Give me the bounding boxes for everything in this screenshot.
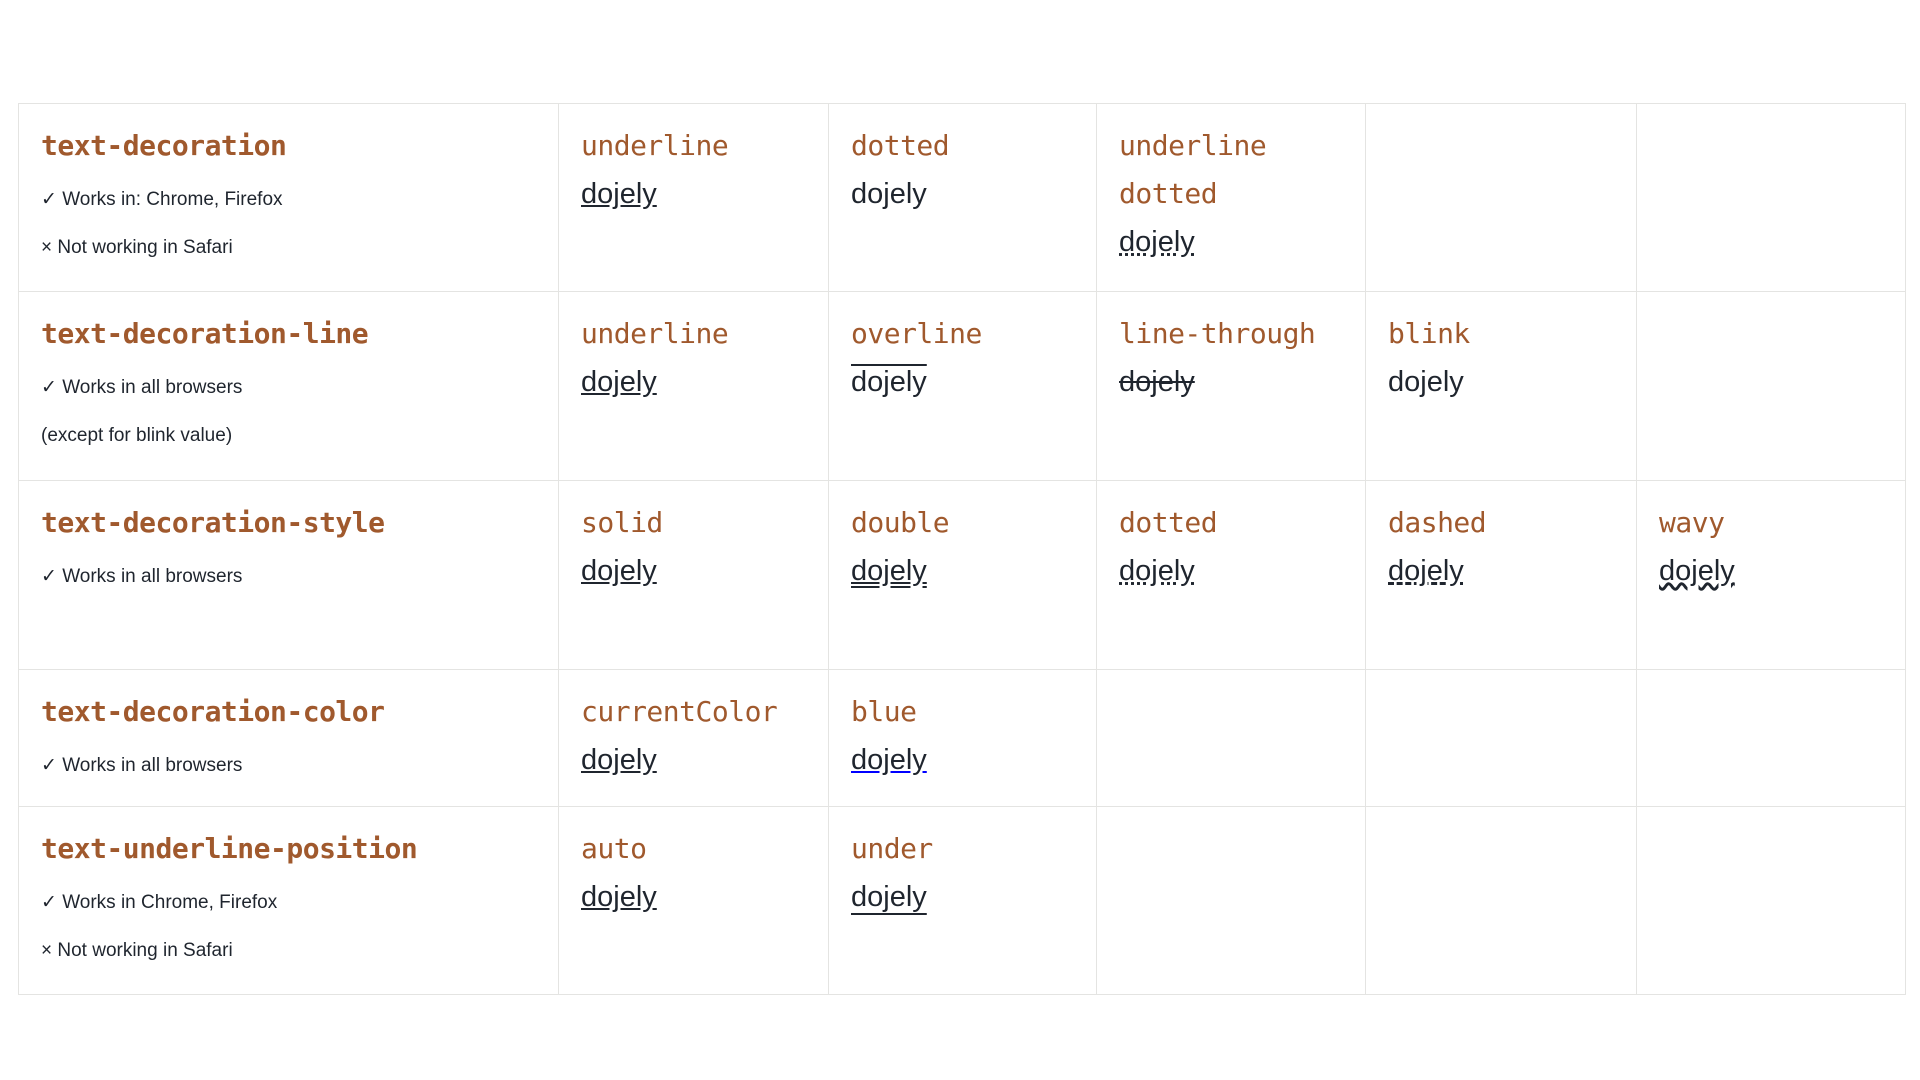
empty-cell	[1096, 669, 1366, 807]
value-code: underline	[581, 317, 729, 350]
sample-word: dojely	[581, 744, 657, 776]
sample-word: dojely	[851, 744, 927, 776]
value-code: solid	[581, 506, 663, 539]
support-note: ✓ Works in all browsers	[41, 755, 243, 776]
label-cell: text-decoration-line ✓ Works in all brow…	[18, 291, 559, 481]
value-code: dotted	[851, 129, 950, 162]
empty-cell	[1096, 806, 1366, 995]
empty-cell	[1636, 669, 1906, 807]
value-code: dashed	[1388, 506, 1487, 539]
table-row-text-decoration-line: text-decoration-line ✓ Works in all brow…	[18, 291, 1906, 481]
label-cell: text-decoration ✓ Works in: Chrome, Fire…	[18, 103, 559, 292]
sample-cell: blue dojely	[828, 669, 1097, 807]
sample-cell: auto dojely	[558, 806, 829, 995]
value-code: blink	[1388, 317, 1470, 350]
value-code: dotted	[1119, 506, 1218, 539]
table-row-text-underline-position: text-underline-position ✓ Works in Chrom…	[18, 806, 1906, 995]
empty-cell	[1365, 669, 1637, 807]
sample-word: dojely	[581, 555, 657, 587]
sample-word: dojely	[581, 881, 657, 913]
support-note: (except for blink value)	[41, 425, 233, 446]
value-code: wavy	[1659, 506, 1725, 539]
sample-cell: dotted dojely	[1096, 480, 1366, 670]
value-code: double	[851, 506, 950, 539]
sample-word: dojely	[851, 881, 927, 913]
sample-cell: underline dojely	[558, 291, 829, 481]
support-note: ✓ Works in all browsers	[41, 566, 243, 587]
support-note: ✓ Works in all browsers	[41, 377, 243, 398]
sample-word: dojely	[1119, 226, 1195, 258]
property-name: text-underline-position	[41, 832, 418, 865]
sample-word: dojely	[1388, 366, 1464, 398]
empty-cell	[1636, 291, 1906, 481]
sample-cell: solid dojely	[558, 480, 829, 670]
label-cell: text-decoration-color ✓ Works in all bro…	[18, 669, 559, 807]
value-code: currentColor	[581, 695, 778, 728]
property-name: text-decoration	[41, 129, 287, 162]
sample-cell: underline dojely	[558, 103, 829, 292]
value-code: underline dotted	[1119, 129, 1267, 210]
sample-word: dojely	[851, 366, 927, 398]
support-note: ✓ Works in Chrome, Firefox	[41, 892, 278, 913]
empty-cell	[1365, 806, 1637, 995]
value-code: overline	[851, 317, 982, 350]
table-container: text-decoration ✓ Works in: Chrome, Fire…	[18, 103, 1906, 995]
sample-word: dojely	[1119, 366, 1195, 398]
sample-cell: line-through dojely	[1096, 291, 1366, 481]
sample-word: dojely	[851, 178, 927, 210]
table-row-text-decoration-style: text-decoration-style ✓ Works in all bro…	[18, 480, 1906, 670]
value-code: line-through	[1119, 317, 1316, 350]
sample-cell: wavy dojely	[1636, 480, 1906, 670]
sample-cell: blink dojely	[1365, 291, 1637, 481]
sample-cell: dashed dojely	[1365, 480, 1637, 670]
sample-word: dojely	[1119, 555, 1195, 587]
value-code: auto	[581, 832, 647, 865]
sample-word: dojely	[581, 178, 657, 210]
sample-word: dojely	[1659, 555, 1735, 587]
value-code: under	[851, 832, 933, 865]
property-name: text-decoration-color	[41, 695, 385, 728]
label-cell: text-decoration-style ✓ Works in all bro…	[18, 480, 559, 670]
table-row-text-decoration: text-decoration ✓ Works in: Chrome, Fire…	[18, 103, 1906, 292]
support-note: × Not working in Safari	[41, 940, 233, 961]
property-name: text-decoration-line	[41, 317, 369, 350]
property-name: text-decoration-style	[41, 506, 385, 539]
sample-word: dojely	[581, 366, 657, 398]
empty-cell	[1365, 103, 1637, 292]
sample-cell: double dojely	[828, 480, 1097, 670]
sample-word: dojely	[851, 555, 927, 587]
value-code: blue	[851, 695, 917, 728]
support-note: ✓ Works in: Chrome, Firefox	[41, 189, 283, 210]
sample-cell: under dojely	[828, 806, 1097, 995]
table-row-text-decoration-color: text-decoration-color ✓ Works in all bro…	[18, 669, 1906, 807]
sample-cell: dotted dojely	[828, 103, 1097, 292]
sample-cell: overline dojely	[828, 291, 1097, 481]
value-code: underline	[581, 129, 729, 162]
support-note: × Not working in Safari	[41, 237, 233, 258]
label-cell: text-underline-position ✓ Works in Chrom…	[18, 806, 559, 995]
sample-word: dojely	[1388, 555, 1464, 587]
empty-cell	[1636, 103, 1906, 292]
sample-cell: currentColor dojely	[558, 669, 829, 807]
sample-cell: underline dotted dojely	[1096, 103, 1366, 292]
css-text-decoration-table: text-decoration ✓ Works in: Chrome, Fire…	[18, 103, 1906, 995]
empty-cell	[1636, 806, 1906, 995]
